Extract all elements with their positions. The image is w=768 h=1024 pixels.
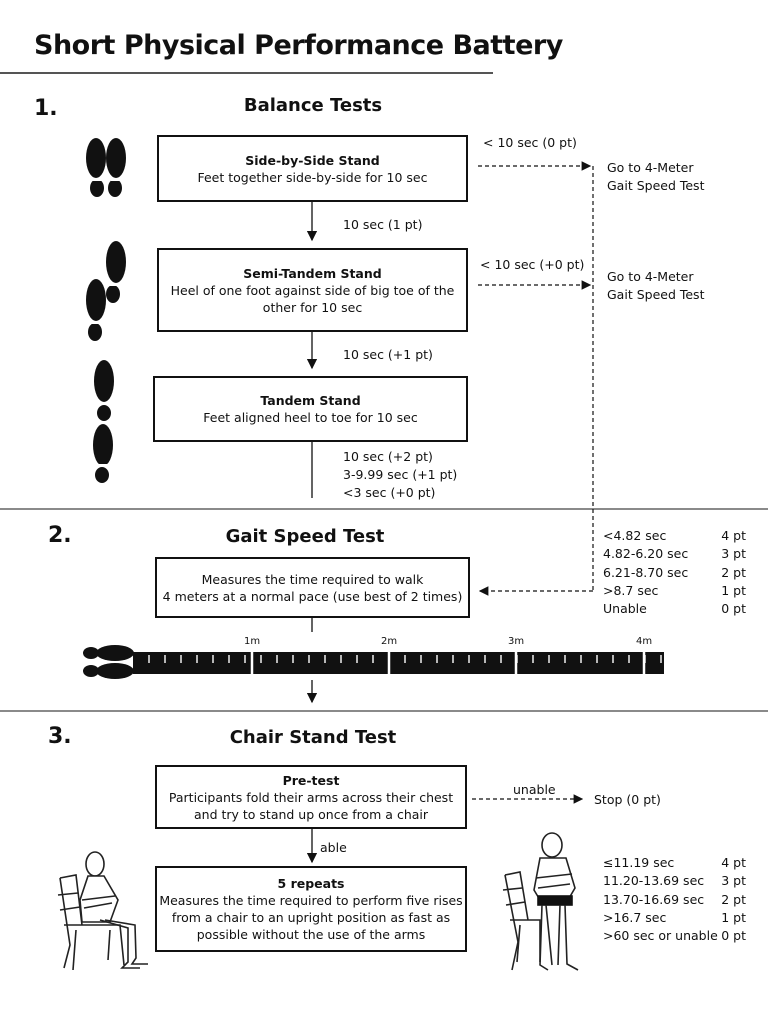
semi-tandem-stand-desc: Heel of one foot against side of big toe… (170, 282, 455, 315)
track-marker-3m: 3m (508, 636, 525, 647)
chair-score-range: >16.7 sec (603, 909, 667, 925)
chair-score-range: 13.70-16.69 sec (603, 891, 705, 907)
side-by-side-stand-name: Side-by-Side Stand (245, 152, 380, 168)
seated-person-chair-icon (57, 851, 148, 971)
section-number-balance: 1. (34, 96, 58, 121)
chair-score-pts: 3 pt (721, 873, 746, 889)
pre-test-desc: Participants fold their arms across thei… (168, 789, 454, 822)
semi-tandem-stand-name: Semi-Tandem Stand (243, 265, 382, 281)
chair-score-row: 11.20-13.69 sec 3 pt (603, 872, 746, 890)
five-repeats-name: 5 repeats (277, 876, 345, 891)
gait-score-range: 4.82-6.20 sec (603, 546, 689, 562)
tandem-score-2: 3-9.99 sec (+1 pt) (343, 467, 458, 482)
gait-score-pts: 3 pt (721, 546, 746, 562)
pass-label-side-by-side: 10 sec (1 pt) (343, 217, 423, 232)
section-title-balance: Balance Tests (243, 95, 383, 116)
chair-score-row: ≤11.19 sec 4 pt (603, 854, 746, 872)
gait-score-range: Unable (603, 601, 647, 617)
tandem-stand-box: Tandem Stand Feet aligned heel to toe fo… (153, 376, 468, 442)
chair-score-pts: 4 pt (721, 855, 746, 870)
able-label: able (320, 840, 347, 855)
chair-score-pts: 1 pt (721, 909, 746, 925)
tandem-stand-desc: Feet aligned heel to toe for 10 sec (203, 410, 418, 425)
pre-test-name: Pre-test (282, 772, 340, 788)
gait-score-range: >8.7 sec (603, 582, 659, 598)
pre-test-box: Pre-test Participants fold their arms ac… (155, 765, 467, 829)
gait-score-row: 4.82-6.20 sec 3 pt (603, 545, 746, 563)
chair-score-pts: 2 pt (721, 891, 746, 907)
side-by-side-stand-box: Side-by-Side Stand Feet together side-by… (157, 135, 468, 202)
title-underline (0, 72, 493, 74)
pass-label-semi-tandem: 10 sec (+1 pt) (343, 347, 433, 362)
chair-score-row: 13.70-16.69 sec 2 pt (603, 891, 746, 909)
track-marker-4m: 4m (636, 636, 653, 647)
fail-label-side-by-side: < 10 sec (0 pt) (483, 135, 577, 150)
gait-score-range: 6.21-8.70 sec (603, 564, 689, 580)
semi-tandem-stand-box: Semi-Tandem Stand Heel of one foot again… (157, 248, 468, 332)
footprint-tandem-icon (93, 360, 114, 483)
footprint-semi-tandem-icon (86, 241, 126, 341)
fail-label-semi-tandem: < 10 sec (+0 pt) (480, 257, 585, 272)
page-title: Short Physical Performance Battery (34, 30, 563, 61)
section-number-gait: 2. (48, 523, 72, 548)
track-marker-1m: 1m (244, 636, 261, 647)
side-by-side-stand-desc: Feet together side-by-side for 10 sec (197, 169, 428, 185)
gait-score-row: <4.82 sec 4 pt (603, 527, 746, 545)
gait-score-pts: 4 pt (721, 528, 746, 543)
chair-score-row: >16.7 sec 1 pt (603, 909, 746, 927)
footprint-side-by-side-icon (86, 138, 126, 197)
unable-label: unable (513, 782, 556, 797)
walkway-feet-icon (83, 645, 134, 679)
chair-score-pts: 0 pt (721, 928, 746, 944)
tandem-score-1: 10 sec (+2 pt) (343, 449, 433, 464)
track-marker-2m: 2m (381, 636, 398, 647)
five-repeats-box: 5 repeats Measures the time required to … (155, 866, 467, 952)
chair-score-range: 11.20-13.69 sec (603, 873, 705, 889)
tandem-score-list: 10 sec (+2 pt) 3-9.99 sec (+1 pt) <3 sec… (343, 448, 457, 502)
gait-score-pts: 0 pt (721, 601, 746, 617)
tandem-stand-name: Tandem Stand (260, 393, 361, 408)
gait-speed-box: Measures the time required to walk 4 met… (155, 557, 470, 618)
gait-score-pts: 2 pt (721, 564, 746, 580)
chair-score-range: ≤11.19 sec (603, 855, 675, 870)
gait-score-pts: 1 pt (721, 582, 746, 598)
goto-gait-label-1: Go to 4-Meter Gait Speed Test (607, 160, 705, 193)
section-title-gait: Gait Speed Test (225, 526, 385, 547)
gait-score-row: >8.7 sec 1 pt (603, 582, 746, 600)
section-number-chair: 3. (48, 724, 72, 749)
tandem-score-3: <3 sec (+0 pt) (343, 485, 436, 500)
chair-score-table: ≤11.19 sec 4 pt 11.20-13.69 sec 3 pt 13.70… (603, 854, 746, 945)
gait-score-row: 6.21-8.70 sec 2 pt (603, 564, 746, 582)
chair-score-range: >60 sec or unable (603, 928, 718, 944)
five-repeats-desc: Measures the time required to perform fi… (159, 893, 463, 942)
gait-score-range: <4.82 sec (603, 528, 667, 543)
walkway-track (133, 652, 664, 674)
stop-label: Stop (0 pt) (594, 792, 661, 807)
gait-score-table: <4.82 sec 4 pt 4.82-6.20 sec 3 pt 6.21-8.7… (603, 527, 746, 618)
standing-person-chair-icon (502, 832, 579, 971)
section-title-chair: Chair Stand Test (229, 727, 397, 748)
gait-score-row: Unable 0 pt (603, 600, 746, 618)
goto-gait-label-2: Go to 4-Meter Gait Speed Test (607, 269, 705, 302)
